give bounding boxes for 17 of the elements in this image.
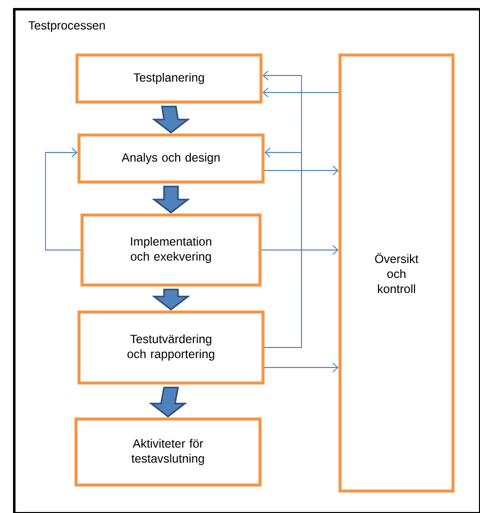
block-arrow (148, 386, 188, 418)
process-box: Analys och design (78, 134, 264, 184)
process-box: Aktiviteter för testavslutning (74, 418, 262, 486)
block-arrow (152, 288, 190, 310)
arrow (264, 166, 338, 176)
arrow (261, 245, 338, 255)
frame-title: Testprocessen (28, 21, 105, 32)
process-box: Testplanering (76, 54, 262, 104)
block-arrow (152, 186, 190, 214)
process-box: Implementation och exekvering (80, 214, 262, 286)
process-box: Testutvärdering och rapportering (78, 310, 264, 384)
arrow (45, 148, 81, 250)
arrow (264, 148, 302, 348)
arrow (262, 88, 339, 98)
arrow (264, 362, 338, 372)
control-box: Översikt och kontroll (338, 54, 454, 492)
block-arrow (152, 106, 190, 134)
